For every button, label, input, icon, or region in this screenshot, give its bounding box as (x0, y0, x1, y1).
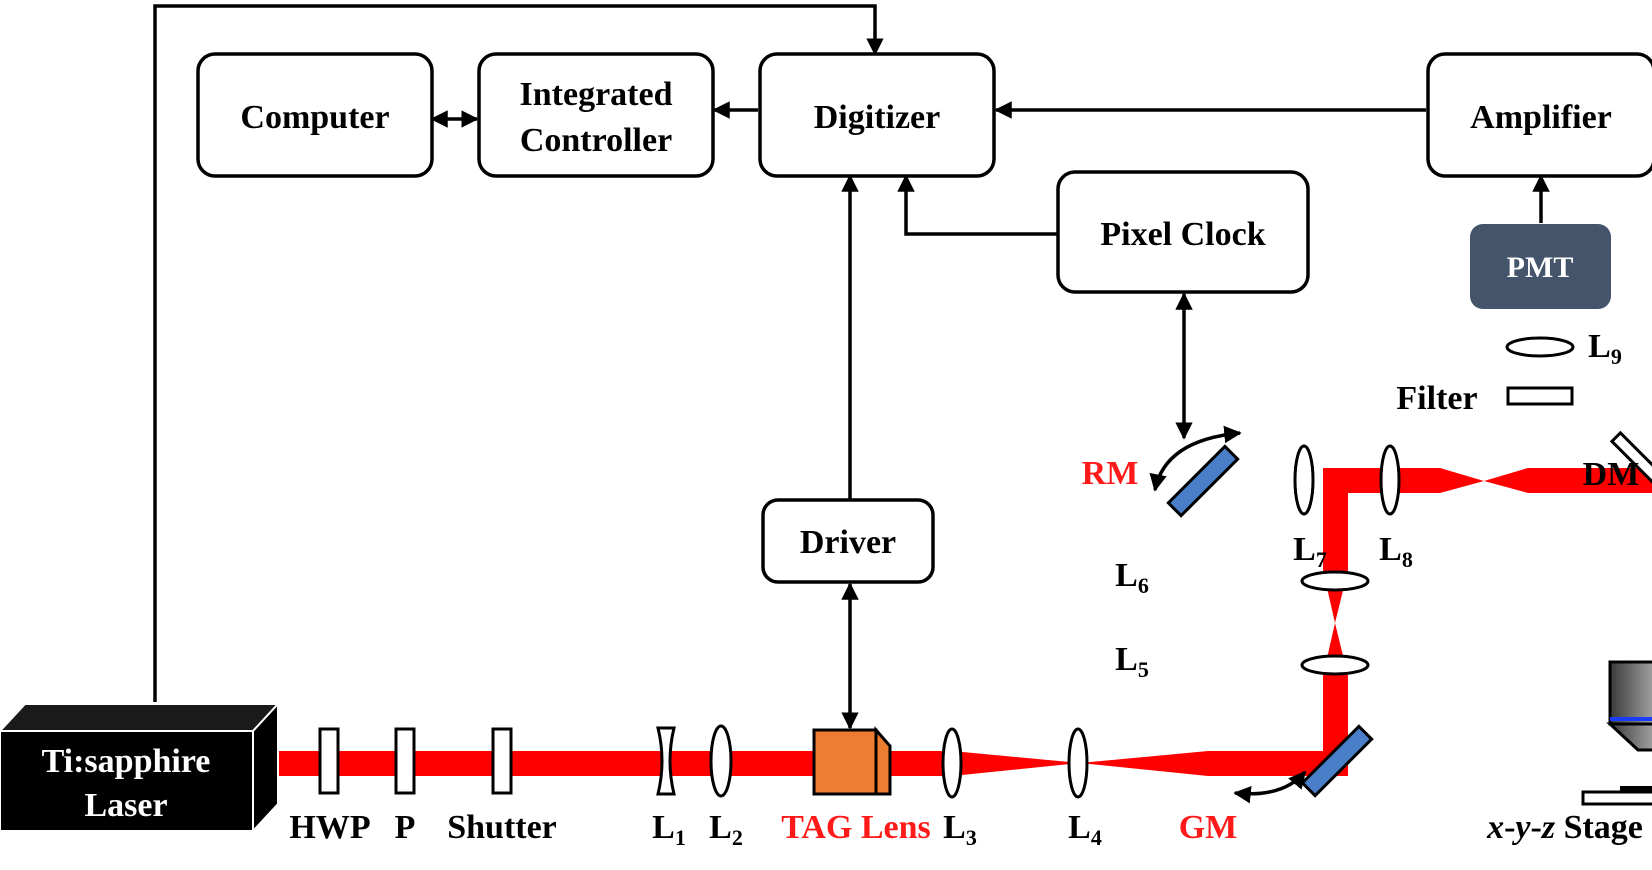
galvo-mirror (1300, 724, 1374, 798)
lens-l9 (1505, 336, 1575, 358)
digitizer-label: Digitizer (814, 99, 941, 136)
amplifier-label: Amplifier (1470, 99, 1612, 136)
lens-l1-concave (656, 726, 676, 796)
line-pixelclock-to-digitizer (897, 174, 1058, 236)
beam-expand-l7-l8 (1484, 468, 1528, 493)
laser-front-face (0, 730, 254, 832)
laser-beam-path (268, 468, 1652, 776)
dm-label: DM (1583, 456, 1640, 493)
tag-lens-label: TAG Lens (781, 809, 931, 846)
laser-label-2: Laser (84, 787, 167, 824)
objective-lens (1606, 660, 1652, 752)
gm-rotation-arrow (1233, 770, 1307, 804)
l2-label: L2 (709, 809, 743, 850)
driver-box: Driver (761, 498, 935, 584)
filter-label: Filter (1396, 380, 1477, 417)
pixel-clock-label: Pixel Clock (1100, 216, 1265, 253)
hwp-label: HWP (289, 809, 370, 846)
integrated-controller-label-2: Controller (520, 122, 672, 159)
tag-lens-component (812, 726, 892, 796)
l4-label: L4 (1068, 809, 1102, 850)
signal-lines (153, 4, 1550, 730)
l1-label: L1 (652, 809, 686, 850)
dichroic-mirror (1609, 430, 1652, 532)
lens-l6 (1300, 570, 1370, 592)
l7-label: L7 (1293, 531, 1327, 572)
computer-label: Computer (240, 99, 389, 136)
lens-l8 (1379, 444, 1401, 516)
filter (1506, 386, 1574, 406)
pmt-box: PMT (1470, 224, 1611, 309)
stage-label: x-y-z Stage (1486, 809, 1643, 846)
driver-label: Driver (800, 524, 896, 561)
polarizer (394, 727, 416, 795)
laser-top-face (0, 703, 281, 732)
l3-label: L3 (943, 809, 977, 850)
shutter-label: Shutter (447, 809, 557, 846)
shutter (491, 727, 513, 795)
digitizer-box: Digitizer (758, 52, 996, 178)
l5-label: L5 (1115, 641, 1149, 682)
lens-l7 (1293, 444, 1315, 516)
beam-expand-l3-l4 (1080, 751, 1208, 776)
l9-label: L9 (1588, 328, 1622, 369)
pixel-clock-box: Pixel Clock (1056, 170, 1310, 294)
laser-label-1: Ti:sapphire (42, 743, 211, 780)
integrated-controller-label-1: Integrated (520, 76, 673, 113)
xyz-stage (1581, 786, 1652, 806)
pmt-label: PMT (1507, 251, 1574, 284)
beam-l8-to-dm (1528, 468, 1652, 493)
beam-focus-l7-l8 (1440, 468, 1484, 493)
ti-sapphire-laser: Ti:sapphire Laser (0, 701, 281, 834)
amplifier-box: Amplifier (1426, 52, 1652, 178)
gm-label: GM (1179, 809, 1238, 846)
beam-focus-l3-l4 (952, 751, 1080, 776)
lens-l5 (1300, 654, 1370, 676)
p-label: P (395, 809, 416, 846)
line-laser-to-digitizer (153, 4, 884, 702)
lens-l4 (1067, 727, 1089, 799)
resonant-mirror (1166, 444, 1240, 518)
rm-rotation-arrow (1149, 425, 1242, 492)
integrated-controller-box: Integrated Controller (477, 52, 715, 178)
lens-l3 (941, 727, 963, 799)
rm-label: RM (1082, 455, 1139, 492)
l6-label: L6 (1115, 557, 1149, 598)
half-wave-plate (318, 727, 340, 795)
computer-box: Computer (196, 52, 434, 178)
lens-l2 (709, 724, 733, 798)
l8-label: L8 (1379, 531, 1413, 572)
